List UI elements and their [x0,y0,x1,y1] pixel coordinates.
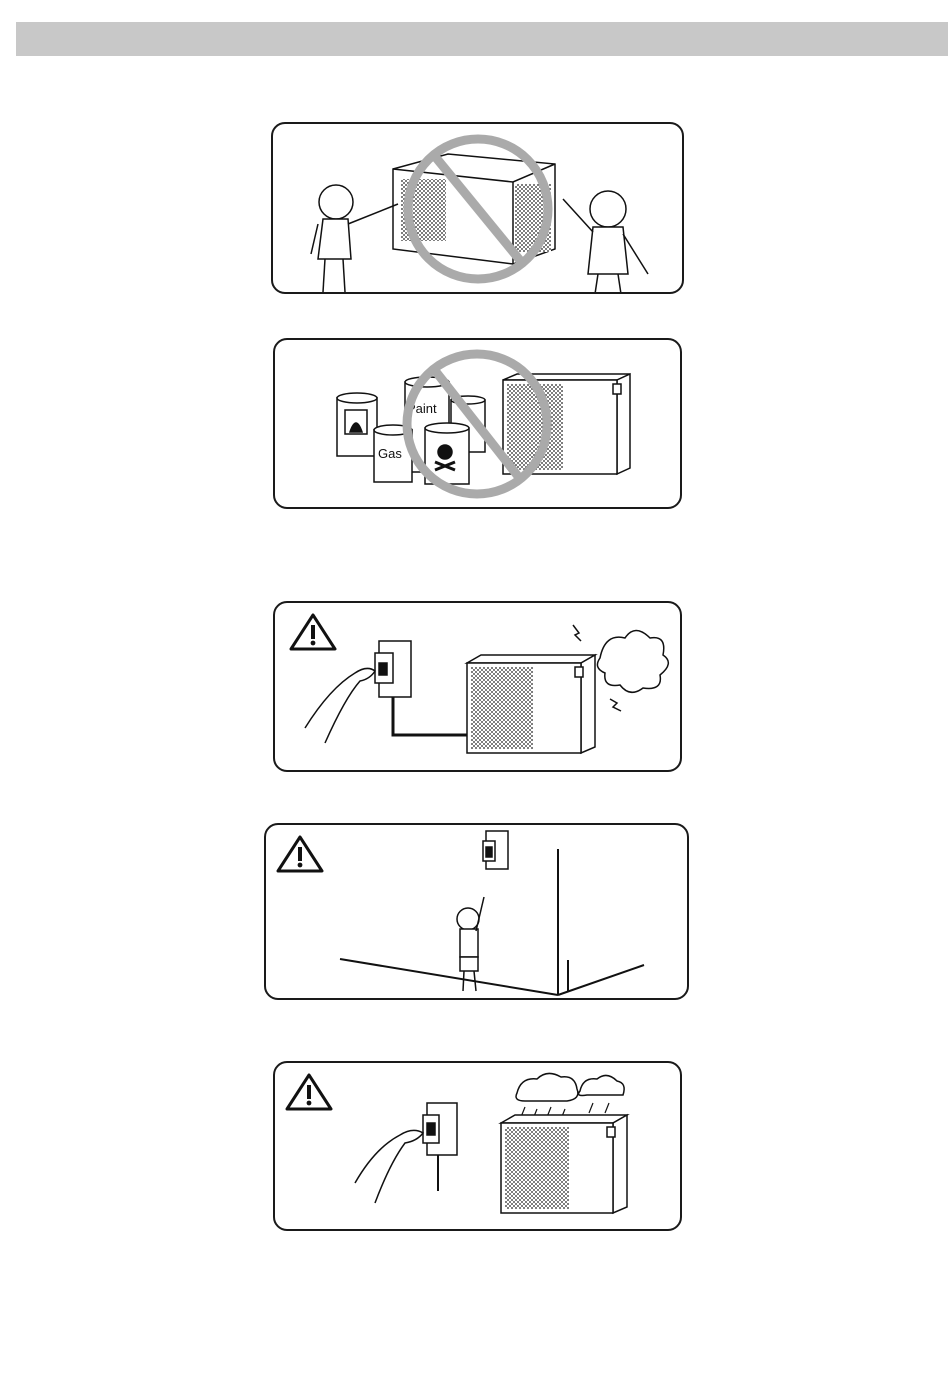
illustration-panel-flammables: Paint Gas [273,338,682,509]
circuit-breaker [375,641,467,735]
child-figure [457,897,484,991]
heat-pump-unit [501,1115,627,1213]
gas-label: Gas [378,446,402,461]
warning-triangle-icon [278,837,322,871]
room-corner [340,849,644,995]
flammable-can [337,393,377,456]
rain-cloud-icon [516,1073,624,1119]
heat-pump-unit [467,655,595,753]
hand-figure [305,668,375,743]
heat-pump-unit [503,374,630,474]
warning-triangle-icon [291,615,335,649]
boy-figure [311,185,398,292]
section-header-bar [16,22,948,56]
hand-figure [355,1130,423,1203]
circuit-breaker [423,1103,457,1191]
illustration-panel-reach [264,823,689,1000]
girl-figure [563,191,648,294]
illustration-panel-children [271,122,684,294]
illustration-panel-abnormal [273,601,682,772]
circuit-breaker [483,831,508,869]
warning-triangle-icon [287,1075,331,1109]
illustration-panel-storm [273,1061,682,1231]
